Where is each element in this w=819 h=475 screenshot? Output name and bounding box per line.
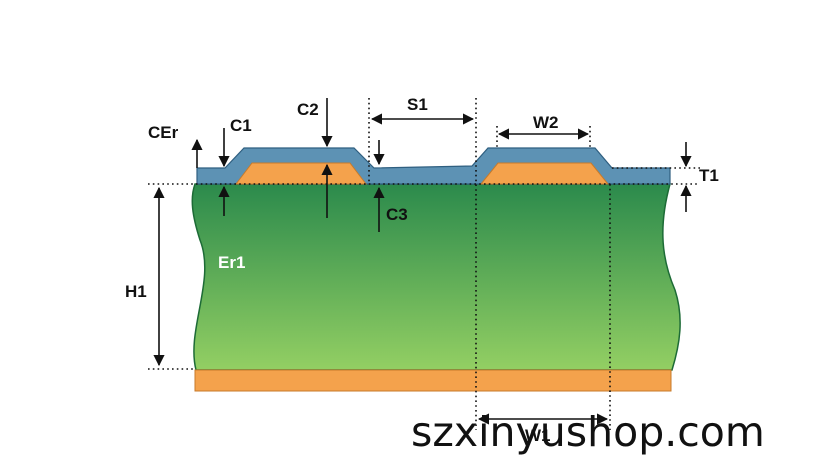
label-w2: W2 — [533, 113, 559, 132]
label-w1: W1 — [525, 426, 551, 445]
label-h1: H1 — [125, 282, 147, 301]
label-er1: Er1 — [218, 253, 245, 272]
reference-lines — [148, 98, 700, 430]
label-c3: C3 — [386, 205, 408, 224]
label-s1: S1 — [407, 95, 428, 114]
left-trace — [234, 162, 368, 185]
dimension-arrows — [153, 98, 692, 425]
ground-plane — [194, 369, 672, 392]
label-cer: CEr — [148, 123, 179, 142]
watermark: szxinyushop.com — [411, 408, 765, 456]
dielectric-substrate — [191, 183, 681, 371]
label-t1: T1 — [699, 166, 719, 185]
right-trace — [479, 162, 610, 185]
label-c2: C2 — [297, 100, 319, 119]
label-c1: C1 — [230, 116, 252, 135]
